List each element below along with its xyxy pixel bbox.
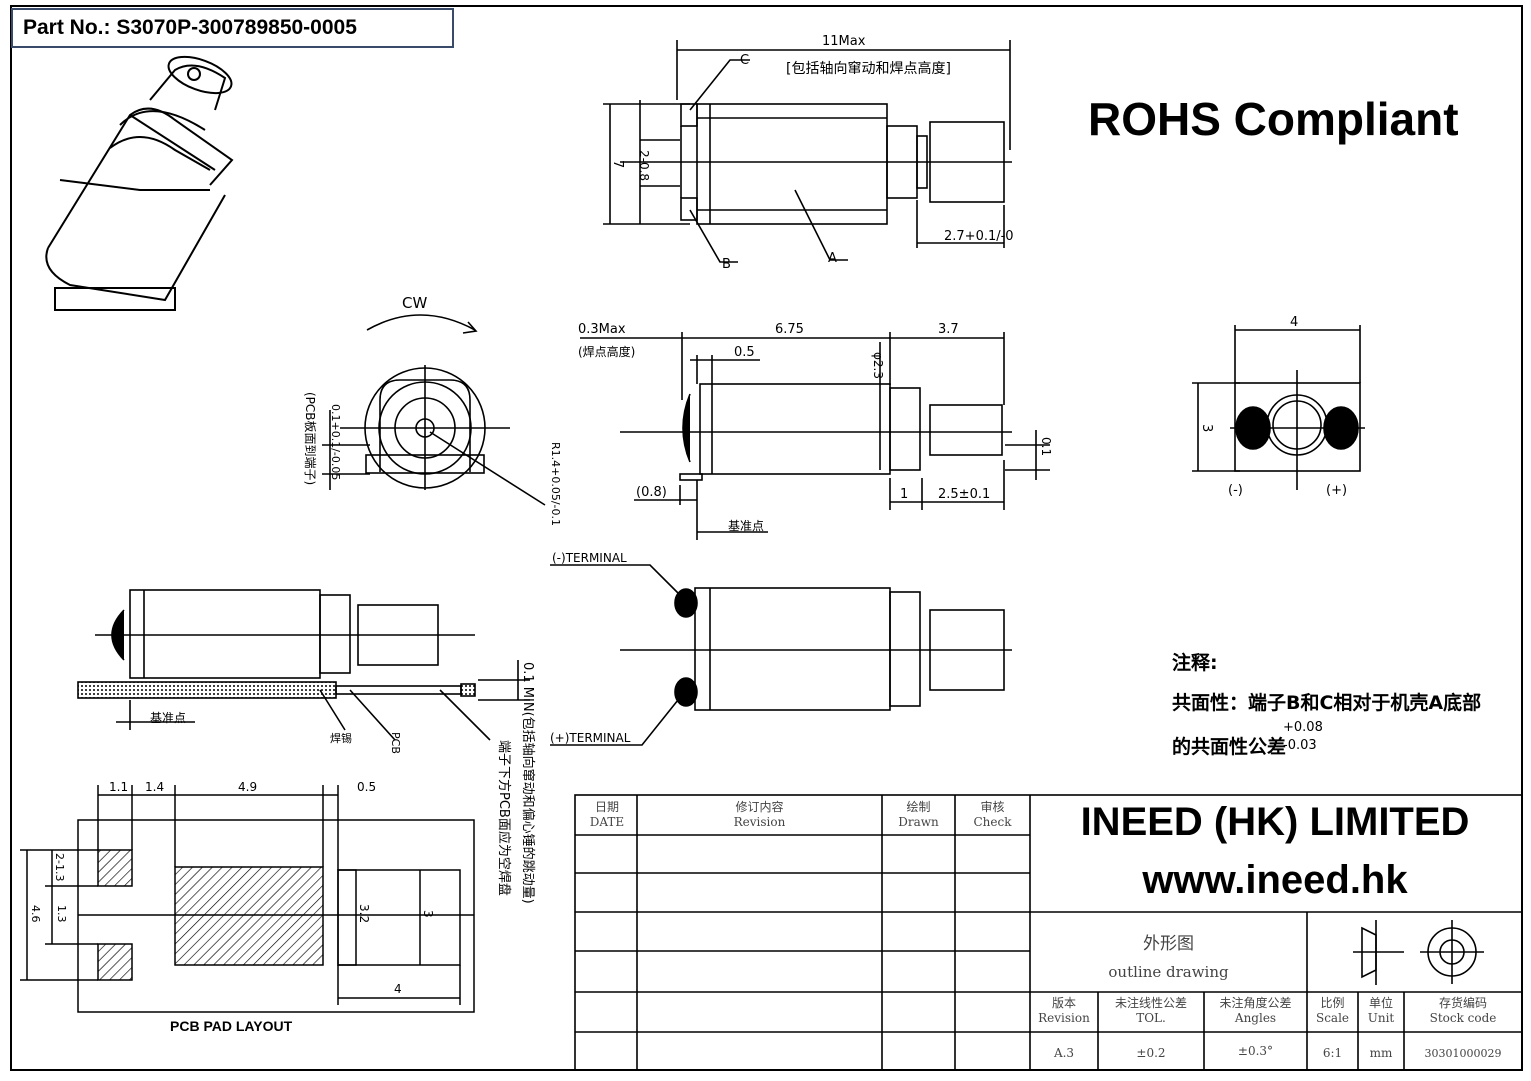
company-website: www.ineed.hk bbox=[1142, 858, 1408, 902]
dim-25: 2.5±0.1 bbox=[938, 487, 990, 502]
isometric-view bbox=[45, 55, 234, 311]
rotation-cw: CW bbox=[402, 294, 427, 312]
company-name: INEED (HK) LIMITED bbox=[1080, 800, 1470, 844]
pcb-pad-layout bbox=[20, 785, 475, 1013]
dim-radius: R1.4+0.05/-0.1 bbox=[549, 442, 562, 526]
pcb-d4: 0.5 bbox=[357, 780, 376, 794]
terminal-view bbox=[550, 564, 1012, 746]
dim-05: 0.5 bbox=[734, 345, 755, 360]
notes-title: 注释: bbox=[1172, 652, 1218, 674]
title-block bbox=[574, 794, 1523, 1071]
tb-unit-value: mm bbox=[1369, 1046, 1393, 1060]
mount-view bbox=[77, 589, 530, 741]
terminal-pos: (+)TERMINAL bbox=[550, 731, 631, 745]
notes-tol-minus: -0.03 bbox=[1283, 738, 1317, 753]
terminal-neg: (-)TERMINAL bbox=[552, 551, 627, 565]
dim-phi: φ2.3 bbox=[871, 352, 885, 379]
mount-ref: 基准点 bbox=[150, 711, 186, 725]
pcb-d2: 1.4 bbox=[145, 780, 164, 794]
tb-scale-value: 6:1 bbox=[1322, 1046, 1343, 1060]
front-view bbox=[322, 314, 546, 506]
label-c: C bbox=[740, 53, 749, 68]
notes-tol-plus: +0.08 bbox=[1283, 720, 1323, 735]
pcb-v1: 2-1.3 bbox=[53, 853, 66, 881]
end-width: 4 bbox=[1290, 315, 1298, 330]
mount-solder: 焊锡 bbox=[330, 731, 352, 745]
end-view bbox=[1192, 325, 1365, 490]
dim-max-note2: (焊点高度) bbox=[578, 344, 635, 359]
tb-stock-value: 30301000029 bbox=[1424, 1047, 1502, 1060]
mount-pcb: PCB bbox=[389, 732, 402, 754]
pcb-pad: 3.2 bbox=[357, 904, 371, 923]
dim-37: 3.7 bbox=[938, 322, 959, 337]
dim-08: (0.8) bbox=[636, 485, 667, 500]
dim-max-note: 0.3Max bbox=[578, 322, 626, 337]
mount-min-gap: 0.1 MIN(包括轴向窜动和偏心锤的跳动量) bbox=[520, 662, 536, 904]
pcb-v2: 1.3 bbox=[55, 905, 68, 923]
part-number-box: Part No.: S3070P-300789850-0005 bbox=[11, 8, 454, 48]
side-view bbox=[580, 332, 1050, 540]
pcb-d3: 4.9 bbox=[238, 780, 257, 794]
dim-pcb-gap: 0.1+0.1/-0.05 bbox=[329, 404, 342, 480]
dimension-labels: 11Max [包括轴向窜动和焊点高度] C B A 7 2-0.8 2.7+0.… bbox=[29, 34, 1347, 996]
end-neg: (-) bbox=[1228, 483, 1243, 498]
notes-line2: 的共面性公差 bbox=[1172, 736, 1287, 758]
dim-length-note: [包括轴向窜动和焊点高度] bbox=[786, 60, 951, 77]
end-pos: (+) bbox=[1326, 483, 1347, 498]
dim-terminal-gap: 2-0.8 bbox=[637, 150, 651, 181]
dim-675: 6.75 bbox=[775, 322, 804, 337]
dim-pcb-note: (PCB板面到端子) bbox=[303, 392, 317, 485]
end-height: 3 bbox=[1199, 424, 1214, 432]
top-view bbox=[603, 40, 1012, 263]
side-ref: 基准点 bbox=[728, 519, 764, 533]
pcb-d1: 1.1 bbox=[109, 780, 128, 794]
mount-note2: 端子下方PCB面应为空焊盘 bbox=[496, 740, 512, 896]
tb-ang-value: ±0.3° bbox=[1237, 1044, 1274, 1058]
dim-height: 7 bbox=[610, 160, 625, 168]
rohs-compliant-label: ROHS Compliant bbox=[1088, 93, 1459, 145]
dim-weight-len: 2.7+0.1/-0 bbox=[944, 229, 1014, 244]
pcb-v3: 4.6 bbox=[29, 905, 42, 923]
tb-rev-value: A.3 bbox=[1053, 1046, 1075, 1060]
tb-tol-value: ±0.2 bbox=[1136, 1046, 1166, 1060]
dim-01: 0.1 bbox=[1039, 437, 1053, 456]
pcb-width: 4 bbox=[394, 982, 402, 996]
dim-length-max: 11Max bbox=[822, 34, 866, 49]
label-b: B bbox=[722, 257, 731, 272]
pcb-height: 3 bbox=[421, 910, 435, 918]
pcb-layout-title: PCB PAD LAYOUT bbox=[170, 1018, 293, 1034]
dim-1: 1 bbox=[900, 487, 908, 502]
notes-line1: 共面性：端子B和C相对于机壳A底部 bbox=[1172, 692, 1482, 714]
label-a: A bbox=[828, 251, 837, 266]
